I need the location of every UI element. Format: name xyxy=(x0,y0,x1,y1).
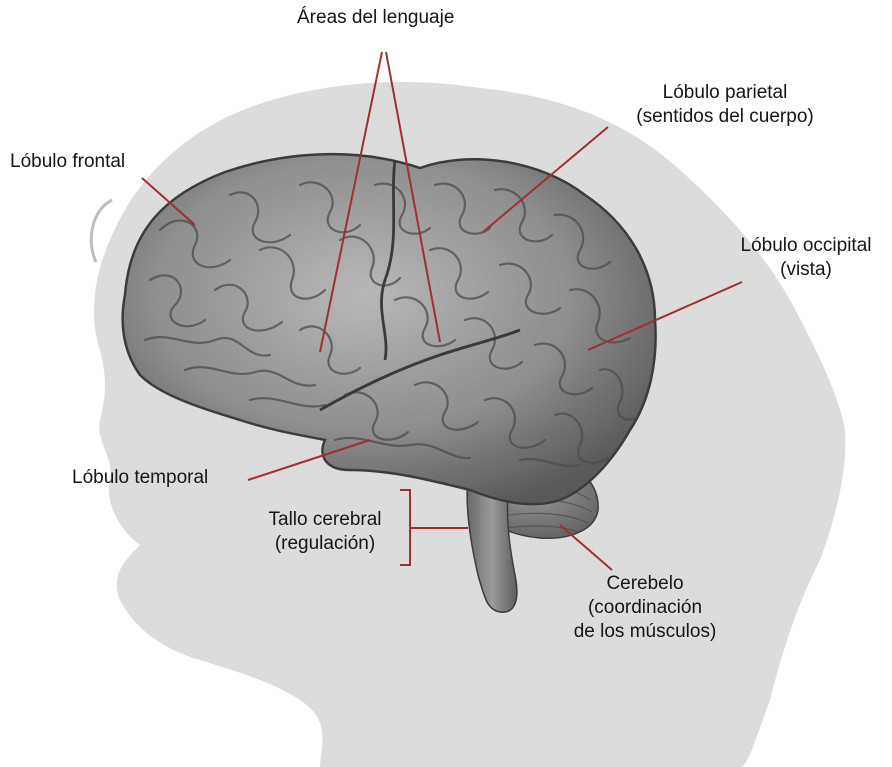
label-cerebelo-line3: de los músculos) xyxy=(545,620,745,644)
label-cerebelo-line1: Cerebelo xyxy=(545,572,745,596)
label-lobulo-parietal: Lóbulo parietal (sentidos del cuerpo) xyxy=(605,81,845,129)
label-areas-lenguaje: Áreas del lenguaje xyxy=(297,6,454,30)
label-lobulo-parietal-line2: (sentidos del cuerpo) xyxy=(605,105,845,129)
label-lobulo-frontal: Lóbulo frontal xyxy=(10,150,125,174)
label-tallo-cerebral-line1: Tallo cerebral xyxy=(250,508,400,532)
label-lobulo-occipital: Lóbulo occipital (vista) xyxy=(725,234,887,282)
label-cerebelo: Cerebelo (coordinación de los músculos) xyxy=(545,572,745,644)
label-tallo-cerebral: Tallo cerebral (regulación) xyxy=(250,508,400,556)
label-lobulo-temporal: Lóbulo temporal xyxy=(72,466,208,490)
label-lobulo-occipital-line2: (vista) xyxy=(725,258,887,282)
label-tallo-cerebral-line2: (regulación) xyxy=(250,532,400,556)
label-cerebelo-line2: (coordinación xyxy=(545,596,745,620)
label-lobulo-occipital-line1: Lóbulo occipital xyxy=(725,234,887,258)
label-lobulo-parietal-line1: Lóbulo parietal xyxy=(605,81,845,105)
